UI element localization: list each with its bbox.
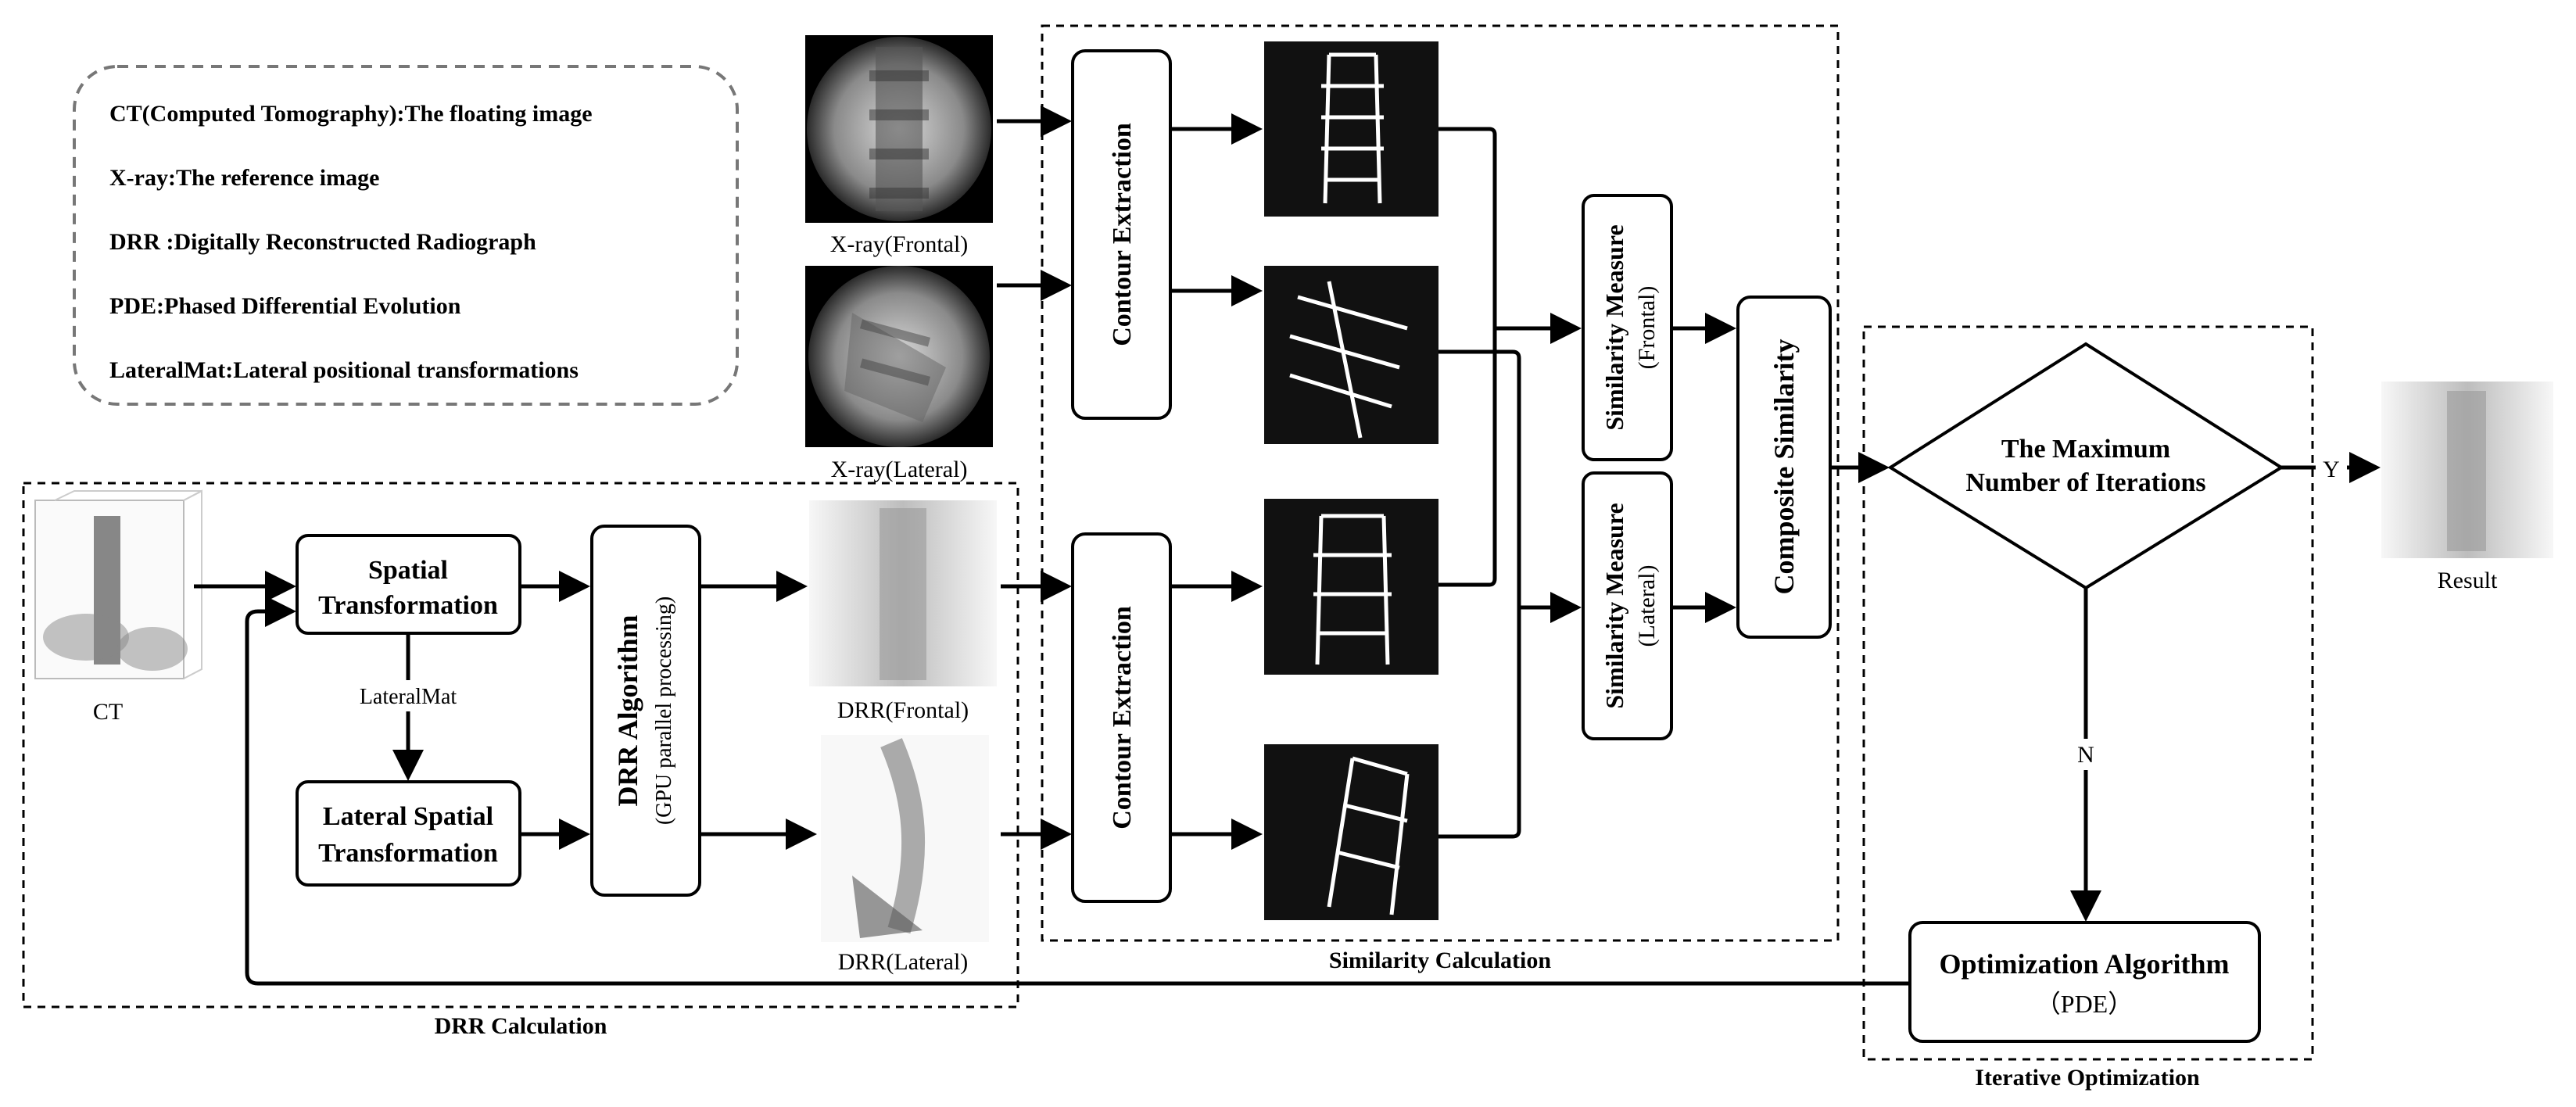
svg-text:Number of Iterations: Number of Iterations	[1965, 468, 2205, 497]
svg-text:Similarity Measure: Similarity Measure	[1600, 224, 1628, 430]
drr-calculation-frame	[22, 482, 1019, 1008]
optimization-algorithm-box: Optimization Algorithm （PDE）	[1908, 921, 2261, 1043]
svg-text:(Lateral): (Lateral)	[1634, 565, 1660, 647]
drr-frontal-image	[809, 500, 997, 686]
result-image	[2381, 382, 2553, 558]
svg-text:Optimization Algorithm: Optimization Algorithm	[1940, 948, 2230, 980]
ct-caption: CT	[93, 699, 123, 725]
contour-image-drr-lateral	[1264, 744, 1438, 920]
svg-text:(GPU parallel processing): (GPU parallel processing)	[652, 596, 676, 825]
legend-item: DRR :Digitally Reconstructed Radiograph	[109, 229, 536, 255]
drr-calculation-label: DRR Calculation	[435, 1013, 607, 1039]
xray-frontal-caption: X-ray(Frontal)	[830, 231, 969, 257]
contour-image-xray-frontal	[1264, 41, 1438, 217]
max-iterations-decision: The Maximum Number of Iterations	[1887, 342, 2284, 590]
xray-frontal-image	[805, 35, 993, 223]
contour-extraction-top-box: Contour Extraction	[1071, 49, 1172, 420]
similarity-calculation-frame	[1041, 24, 1840, 942]
legend-item: LateralMat:Lateral positional transforma…	[109, 357, 579, 383]
drr-algorithm-box: DRR Algorithm (GPU parallel processing)	[590, 525, 701, 897]
drr-lateral-caption: DRR(Lateral)	[838, 949, 969, 975]
svg-text:Lateral Spatial: Lateral Spatial	[323, 802, 493, 831]
svg-text:(Frontal): (Frontal)	[1634, 286, 1660, 370]
svg-text:The Maximum: The Maximum	[2001, 435, 2170, 464]
svg-text:Similarity Measure: Similarity Measure	[1600, 503, 1628, 708]
contour-image-xray-lateral	[1264, 266, 1438, 444]
legend-item: CT(Computed Tomography):The floating ima…	[109, 101, 593, 127]
yes-label: Y	[2323, 457, 2340, 482]
legend-item: X-ray:The reference image	[109, 165, 379, 191]
svg-text:Spatial: Spatial	[368, 556, 448, 585]
spatial-transformation-box: Spatial Transformation	[296, 534, 521, 635]
similarity-calculation-label: Similarity Calculation	[1329, 948, 1551, 973]
svg-text:Contour Extraction: Contour Extraction	[1108, 606, 1137, 829]
svg-text:Transformation: Transformation	[318, 839, 498, 868]
no-label: N	[2077, 742, 2094, 768]
drr-frontal-caption: DRR(Frontal)	[837, 697, 969, 723]
result-caption: Result	[2438, 568, 2498, 593]
svg-text:Transformation: Transformation	[318, 591, 498, 620]
xray-lateral-image	[805, 266, 993, 447]
contour-extraction-bottom-box: Contour Extraction	[1071, 532, 1172, 903]
contour-image-drr-frontal	[1264, 499, 1438, 675]
legend-item: PDE:Phased Differential Evolution	[109, 293, 461, 319]
lateral-spatial-transformation-box: Lateral Spatial Transformation	[296, 780, 521, 887]
legend-panel: CT(Computed Tomography):The floating ima…	[73, 65, 739, 406]
connectors	[194, 106, 2381, 986]
ct-volume-image	[34, 489, 202, 679]
drr-lateral-image	[821, 735, 989, 942]
iterative-optimization-label: Iterative Optimization	[1975, 1065, 2200, 1091]
xray-lateral-caption: X-ray(Lateral)	[831, 457, 968, 482]
svg-text:（PDE）: （PDE）	[2036, 990, 2133, 1018]
similarity-measure-lateral-box: Similarity Measure (Lateral)	[1582, 471, 1673, 740]
svg-text:Contour Extraction: Contour Extraction	[1108, 123, 1137, 346]
svg-text:DRR Algorithm: DRR Algorithm	[612, 615, 643, 807]
similarity-measure-frontal-box: Similarity Measure (Frontal)	[1582, 194, 1673, 461]
lateralmat-label: LateralMat	[360, 685, 457, 709]
composite-similarity-box: Composite Similarity	[1736, 296, 1832, 639]
svg-text:Composite Similarity: Composite Similarity	[1768, 339, 1800, 595]
